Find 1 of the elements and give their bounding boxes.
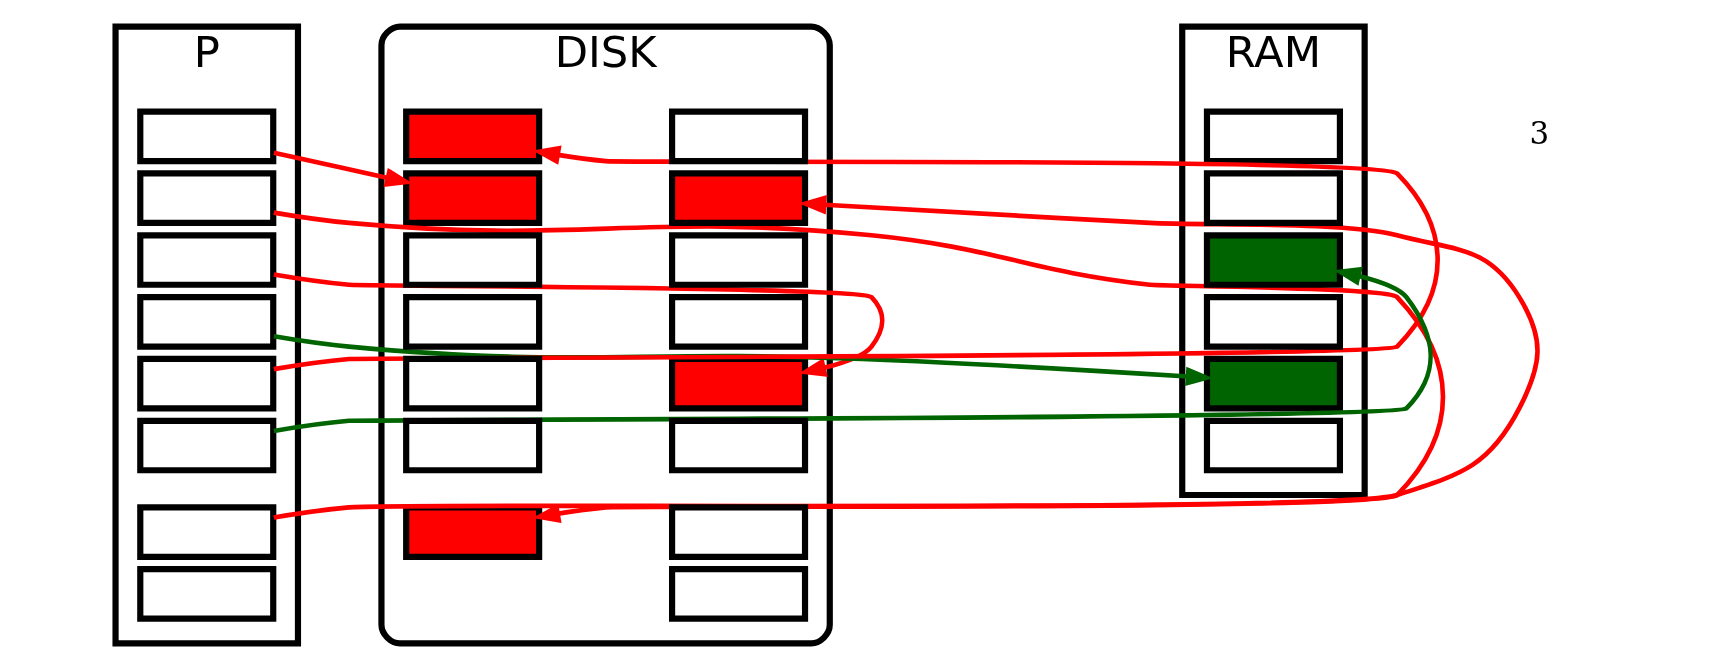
label: 3	[1529, 115, 1550, 152]
